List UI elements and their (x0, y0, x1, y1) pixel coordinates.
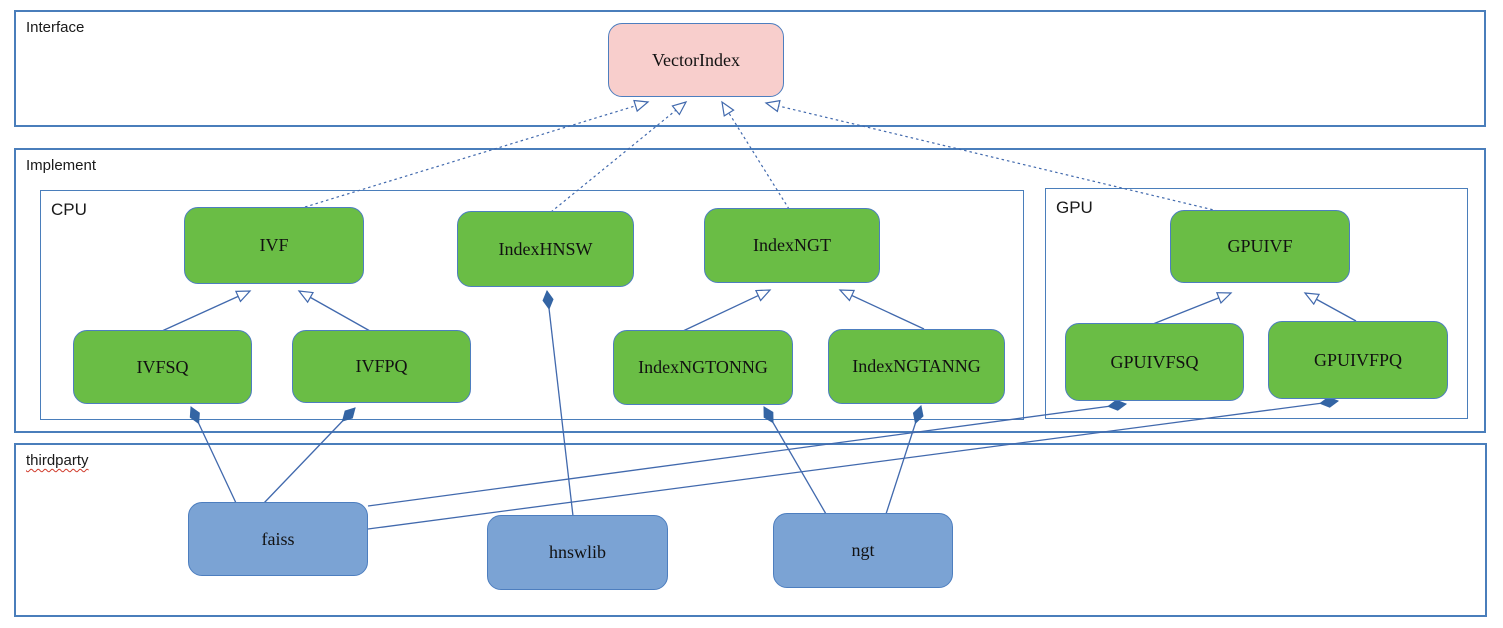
node-indexngt-label: IndexNGT (753, 235, 831, 255)
edge-ngt-indexngtanng[interactable] (885, 405, 924, 515)
container-cpu-label: CPU (51, 200, 87, 219)
edge-faiss-gpuivfsq[interactable] (367, 399, 1128, 507)
node-vectorindex[interactable]: VectorIndex (608, 23, 784, 97)
container-interface[interactable]: Interface (14, 10, 1486, 127)
node-indexngtanng-label: IndexNGTANNG (852, 356, 981, 376)
node-ivf-label: IVF (259, 235, 289, 255)
edge-indexngtonng-indexngt[interactable] (682, 289, 772, 332)
edge-faiss-ivfsq[interactable] (189, 406, 237, 504)
edge-indexhnsw-vectorindex[interactable] (550, 101, 688, 213)
node-indexngtonng[interactable]: IndexNGTONNG (613, 330, 793, 405)
edge-gpuivfpq-gpuivf[interactable] (1303, 292, 1357, 322)
node-gpuivfpq-label: GPUIVFPQ (1313, 349, 1403, 370)
container-implement[interactable]: Implement (14, 148, 1486, 433)
node-ivfsq[interactable]: IVFSQ (73, 330, 252, 404)
container-thirdparty-label: thirdparty (26, 452, 89, 469)
node-ivfpq-label: IVFPQ (355, 356, 408, 376)
node-ivf[interactable]: IVF (184, 207, 364, 284)
container-cpu[interactable]: CPU (40, 190, 1024, 420)
node-indexngtonng-label: IndexNGTONNG (638, 357, 768, 377)
edge-gpuivf-vectorindex[interactable] (764, 99, 1219, 212)
edge-faiss-gpuivfpq[interactable] (367, 396, 1340, 530)
node-vectorindex-label: VectorIndex (652, 49, 740, 70)
node-gpuivfsq-label: GPUIVFSQ (1110, 351, 1199, 372)
edge-ivfsq-ivf[interactable] (161, 290, 252, 332)
container-thirdparty[interactable]: thirdparty (14, 443, 1487, 617)
node-hnswlib[interactable]: hnswlib (487, 515, 668, 590)
edge-ivf-vectorindex[interactable] (304, 99, 650, 208)
node-indexhnsw-label: IndexHNSW (498, 238, 593, 259)
edge-ngt-indexngtonng[interactable] (763, 406, 827, 515)
container-implement-label: Implement (26, 157, 97, 174)
edge-faiss-ivfpq[interactable] (263, 407, 356, 504)
edge-hnswlib-indexhnsw[interactable] (542, 289, 574, 517)
node-gpuivfsq[interactable]: GPUIVFSQ (1065, 323, 1244, 401)
edge-ivfpq-ivf[interactable] (297, 290, 371, 332)
edge-gpuivfsq-gpuivf[interactable] (1152, 292, 1233, 325)
container-gpu[interactable]: GPU (1045, 188, 1468, 419)
container-gpu-label: GPU (1056, 198, 1093, 217)
node-ngt[interactable]: ngt (773, 513, 953, 588)
node-indexngtanng[interactable]: IndexNGTANNG (828, 329, 1005, 404)
node-gpuivf[interactable]: GPUIVF (1170, 210, 1350, 283)
node-ivfpq[interactable]: IVFPQ (292, 330, 471, 403)
edge-indexngtanng-indexngt[interactable] (838, 289, 925, 330)
node-ivfsq-label: IVFSQ (136, 356, 189, 377)
node-faiss[interactable]: faiss (188, 502, 368, 576)
node-ngt-label: ngt (851, 540, 875, 560)
container-interface-label: Interface (26, 19, 85, 36)
node-indexngt[interactable]: IndexNGT (704, 208, 880, 283)
node-gpuivfpq[interactable]: GPUIVFPQ (1268, 321, 1448, 399)
node-gpuivf-label: GPUIVF (1227, 236, 1293, 256)
node-hnswlib-label: hnswlib (548, 542, 606, 562)
edge-indexngt-vectorindex[interactable] (721, 100, 790, 210)
node-faiss-label: faiss (261, 528, 295, 549)
node-indexhnsw[interactable]: IndexHNSW (457, 211, 634, 287)
